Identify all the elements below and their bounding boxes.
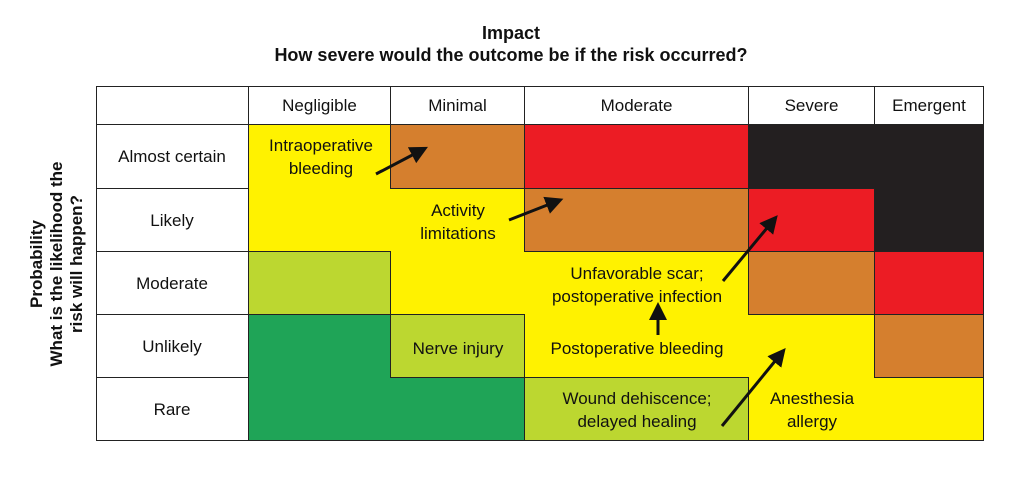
row-header-label: Rare: [153, 399, 191, 419]
matrix-cell: [391, 315, 525, 378]
column-header-label: Negligible: [282, 95, 357, 115]
risk-label-text: Postoperative bleeding: [550, 338, 724, 358]
risk-label-wound-dehiscence: Wound dehiscence; delayed healing: [527, 384, 747, 436]
matrix-cell: [749, 315, 875, 378]
column-header-label: Moderate: [600, 95, 673, 115]
risk-label-postoperative-bleeding: Postoperative bleeding: [527, 322, 747, 374]
column-header-label: Severe: [784, 95, 839, 115]
matrix-cell: [391, 125, 525, 189]
column-header-label: Minimal: [428, 95, 487, 115]
risk-label-text: Activity limitations: [420, 201, 496, 243]
matrix-cell: [249, 252, 391, 315]
matrix-cell: [391, 252, 525, 315]
column-header-label: Emergent: [892, 95, 966, 115]
row-header: Likely: [96, 189, 249, 252]
row-header-label: Moderate: [136, 273, 208, 293]
matrix-cell: [749, 125, 875, 189]
matrix-cell: [391, 189, 525, 252]
column-header: Emergent: [875, 86, 984, 125]
risk-label-unfavorable-scar: Unfavorable scar; postoperative infectio…: [527, 259, 747, 311]
chart-subtitle: How severe would the outcome be if the r…: [274, 45, 748, 65]
matrix-cell: [875, 252, 984, 315]
risk-label-text: Anesthesia allergy: [769, 389, 855, 431]
risk-label-text: Intraoperative bleeding: [269, 136, 373, 178]
matrix-cell: [525, 125, 749, 189]
column-header: Minimal: [391, 86, 525, 125]
matrix-cell: [875, 125, 984, 189]
column-header: Negligible: [249, 86, 391, 125]
matrix-cell: [875, 378, 984, 441]
risk-label-text: Wound dehiscence; delayed healing: [562, 389, 712, 431]
matrix-cell: [249, 125, 391, 189]
row-header: Moderate: [96, 252, 249, 315]
matrix-cell: [749, 189, 875, 252]
matrix-cell: [875, 189, 984, 252]
risk-label-anesthesia-allergy: Anesthesia allergy: [751, 384, 873, 436]
risk-label-nerve-injury: Nerve injury: [393, 322, 523, 374]
row-header: Almost certain: [96, 125, 249, 189]
matrix-cell: [249, 378, 391, 441]
risk-label-text: Nerve injury: [412, 338, 504, 358]
row-header-label: Almost certain: [118, 147, 226, 166]
row-header-label: Likely: [150, 210, 194, 230]
matrix-cell: [525, 315, 749, 378]
row-header: Rare: [96, 378, 249, 441]
matrix-cell: [875, 315, 984, 378]
corner-cell: [96, 86, 249, 125]
column-header: Moderate: [525, 86, 749, 125]
matrix-cell: [249, 315, 391, 378]
matrix-cell: [525, 378, 749, 441]
row-header: Unlikely: [96, 315, 249, 378]
risk-label-activity-limitations: Activity limitations: [393, 196, 523, 248]
chart-title: Impact: [481, 23, 541, 43]
risk-label-text: Unfavorable scar; postoperative infectio…: [551, 264, 723, 306]
column-header: Severe: [749, 86, 875, 125]
matrix-cell: [249, 189, 391, 252]
matrix-cell: [749, 252, 875, 315]
matrix-cell: [525, 252, 749, 315]
matrix-cell: [391, 378, 525, 441]
matrix-cell: [525, 189, 749, 252]
risk-label-intraoperative-bleeding: Intraoperative bleeding: [253, 131, 389, 183]
row-header-label: Unlikely: [142, 336, 202, 356]
